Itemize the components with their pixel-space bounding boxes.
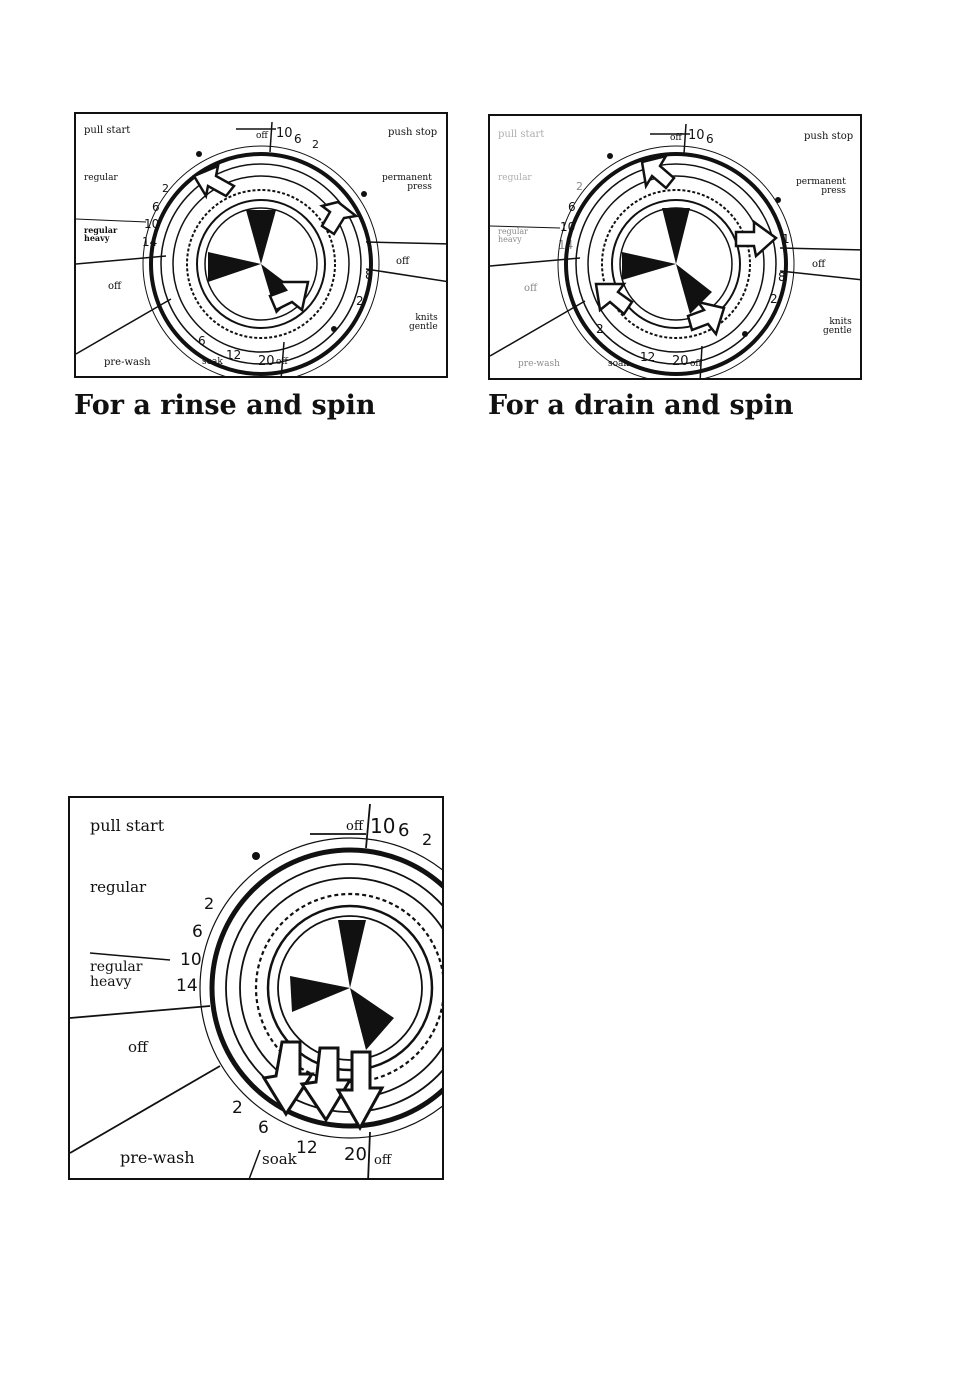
label-regular: regular	[90, 878, 147, 896]
label-pull-start: pull start	[90, 816, 165, 835]
tick-left-14: 14	[142, 235, 158, 249]
tick-bottom-20: 20	[258, 354, 275, 369]
tick-top-10: 10	[370, 814, 396, 838]
label-off-right: off	[396, 256, 410, 267]
tick-left-6: 6	[568, 200, 576, 214]
tick-top-2: 2	[422, 830, 433, 849]
rinse-spin-diagram: pull start push stop regular permanent p…	[74, 112, 448, 378]
label-permanent-press: permanent press	[382, 173, 432, 193]
label-regular-heavy: regular heavy	[84, 225, 118, 244]
label-regular-heavy: regular heavy	[498, 227, 528, 245]
tick-bottom-12: 12	[640, 350, 656, 364]
tick-top-6: 6	[398, 820, 410, 841]
label-off-top: off	[256, 131, 268, 141]
label-off-bottom: off	[690, 359, 702, 369]
tick-left-14: 14	[176, 976, 198, 996]
tick-bottom-6: 6	[258, 1118, 269, 1138]
tick-bottom-2: 2	[232, 1098, 243, 1118]
tick-left-10: 10	[560, 220, 576, 234]
tick-right-8: 8	[365, 268, 373, 282]
tick-bottom-20: 20	[672, 354, 689, 369]
tick-right-1: 1	[782, 232, 790, 246]
spin-diagram: pull start regular regular heavy off pre…	[68, 796, 444, 1180]
label-off-bottom: off	[374, 1153, 392, 1168]
label-off-left: off	[128, 1038, 148, 1056]
label-permanent-press: permanent press	[796, 177, 846, 197]
tick-left-10: 10	[180, 950, 202, 970]
drain-spin-diagram: pull start push stop regular permanent p…	[488, 114, 862, 380]
label-soak: soak	[608, 359, 629, 369]
label-pre-wash: pre-wash	[104, 357, 151, 368]
tick-bottom-12: 12	[296, 1138, 318, 1158]
tick-top-6: 6	[706, 132, 714, 146]
label-pull-start: pull start	[84, 125, 131, 136]
label-regular-heavy: regular heavy	[90, 959, 143, 990]
dial-drawing	[76, 121, 446, 376]
label-off-top: off	[670, 133, 682, 143]
tick-top-6: 6	[294, 132, 302, 146]
tick-bottom-12: 12	[226, 348, 242, 362]
caption-drain-spin: For a drain and spin	[488, 390, 794, 421]
label-off-top: off	[346, 819, 364, 834]
tick-left-6: 6	[192, 922, 203, 942]
dial-drawing	[490, 123, 860, 378]
label-regular: regular	[498, 173, 532, 183]
tick-left-2: 2	[204, 894, 215, 913]
tick-left-2: 2	[576, 180, 583, 193]
label-knits-gentle: knits gentle	[823, 317, 852, 337]
label-off-left: off	[108, 281, 122, 292]
label-push-stop: push stop	[388, 127, 438, 138]
tick-left-2: 2	[162, 182, 169, 195]
label-soak: soak	[202, 357, 223, 367]
tick-top-2: 2	[312, 138, 319, 151]
caption-rinse-spin: For a rinse and spin	[74, 390, 376, 421]
label-pull-start: pull start	[498, 129, 545, 140]
tick-top-10: 10	[688, 128, 705, 143]
tick-left-14: 14	[558, 238, 574, 252]
tick-left-10: 10	[144, 217, 160, 231]
label-off-left: off	[524, 283, 538, 294]
tick-top-10: 10	[276, 126, 293, 141]
dial-drawing	[70, 803, 442, 1178]
tick-right-2: 2	[770, 292, 778, 306]
label-pre-wash: pre-wash	[518, 359, 560, 369]
label-pre-wash: pre-wash	[120, 1148, 195, 1167]
label-regular: regular	[84, 173, 118, 183]
label-off-bottom: off	[276, 357, 288, 367]
tick-bottom-2: 2	[596, 322, 604, 336]
tick-right-2: 2	[356, 294, 364, 308]
tick-right-8: 8	[778, 270, 786, 284]
tick-bottom-6: 6	[198, 334, 206, 348]
label-off-right: off	[812, 259, 826, 270]
tick-left-6: 6	[152, 200, 160, 214]
tick-bottom-20: 20	[344, 1144, 367, 1165]
label-soak: soak	[262, 1150, 297, 1168]
label-push-stop: push stop	[804, 131, 854, 142]
label-knits-gentle: knits gentle	[409, 313, 438, 333]
